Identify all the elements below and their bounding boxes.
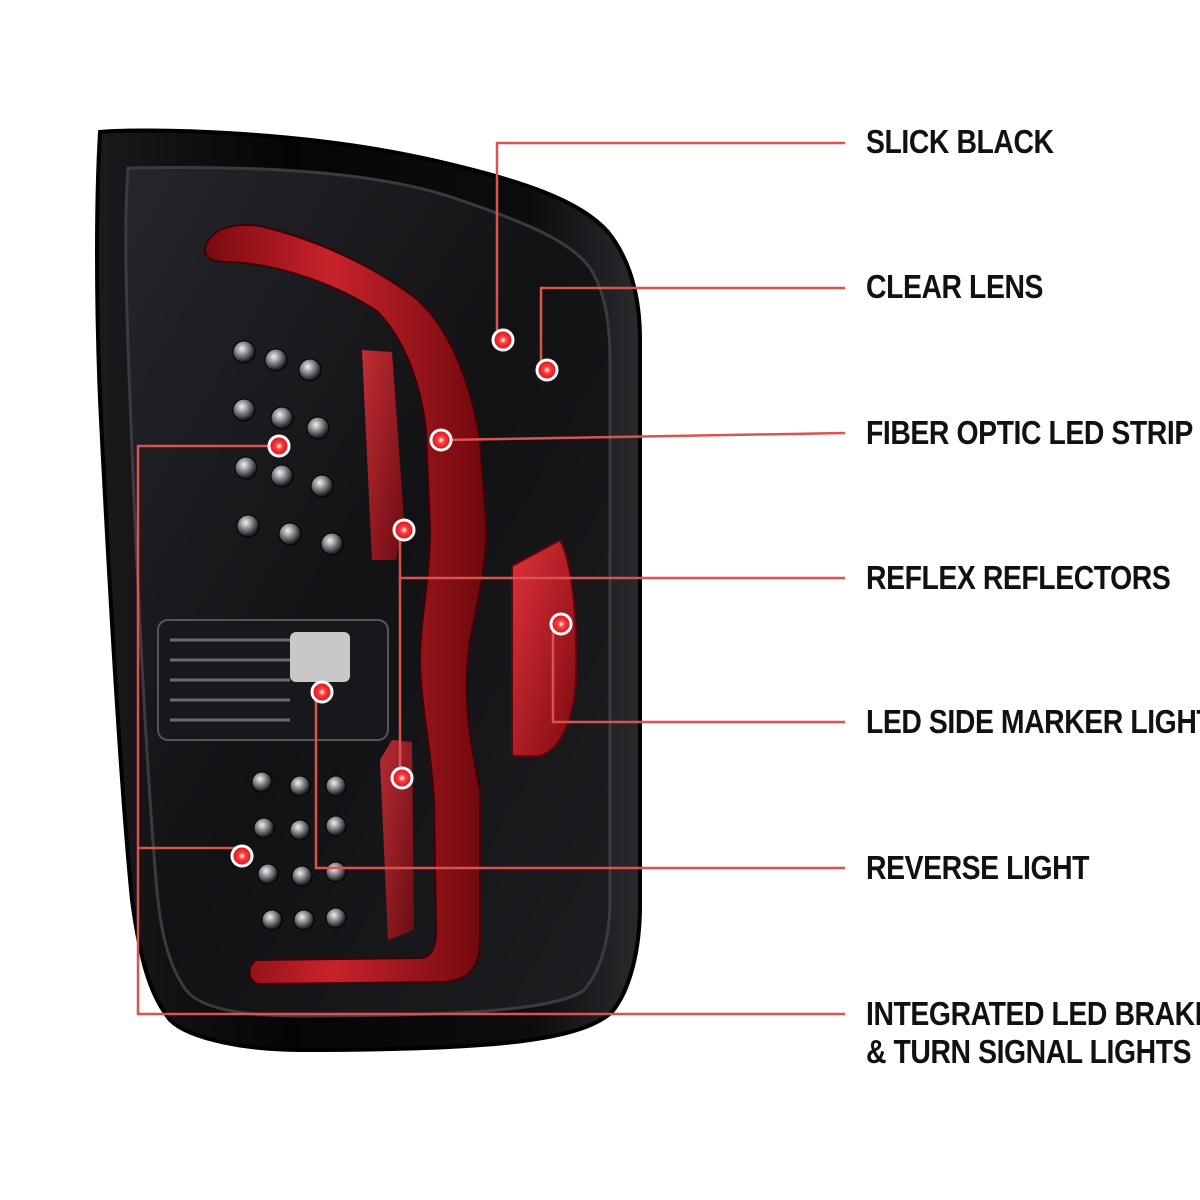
dot-reflex-reflector-lower (390, 766, 414, 790)
callout-lines (136, 141, 846, 1016)
dot-slick-black (491, 328, 515, 352)
dot-fiber-optic-led-strip (429, 428, 453, 452)
label-fiber-optic-led-strip: FIBER OPTIC LED STRIP (866, 414, 1193, 451)
reverse-light-lens (157, 619, 389, 741)
leader-clear-lens (539, 286, 845, 370)
callout-dots (230, 328, 573, 868)
leader-fiber-optic-led-strip (440, 431, 846, 442)
leader-reverse-light (314, 694, 845, 870)
leader-integrated-led-brake-turn (136, 444, 845, 1016)
tail-light-housing (95, 128, 642, 1053)
dot-led-side-marker-light (549, 612, 573, 636)
label-clear-lens: CLEAR LENS (866, 268, 1044, 305)
upper-led-cluster (232, 340, 344, 556)
dot-brake-upper (267, 434, 291, 458)
reflex-reflectors (362, 350, 414, 940)
leader-slick-black (495, 141, 845, 340)
leader-led-side-marker-light (551, 626, 845, 724)
label-integrated-led-brake-turn-line2: & TURN SIGNAL LIGHTS (866, 1033, 1192, 1070)
dot-reverse-light (310, 680, 334, 704)
label-reflex-reflectors: REFLEX REFLECTORS (866, 559, 1171, 596)
dot-clear-lens (535, 358, 559, 382)
lower-led-cluster (251, 771, 347, 931)
label-integrated-led-brake-turn: INTEGRATED LED BRAKE (866, 995, 1200, 1032)
label-slick-black: SLICK BLACK (866, 123, 1054, 160)
fiber-optic-strip (203, 224, 488, 986)
side-marker-light (511, 538, 578, 757)
dot-reflex-reflector-upper (392, 518, 416, 542)
dot-brake-lower (230, 844, 254, 868)
label-led-side-marker-light: LED SIDE MARKER LIGHT (866, 703, 1200, 740)
label-reverse-light: REVERSE LIGHT (866, 849, 1090, 886)
